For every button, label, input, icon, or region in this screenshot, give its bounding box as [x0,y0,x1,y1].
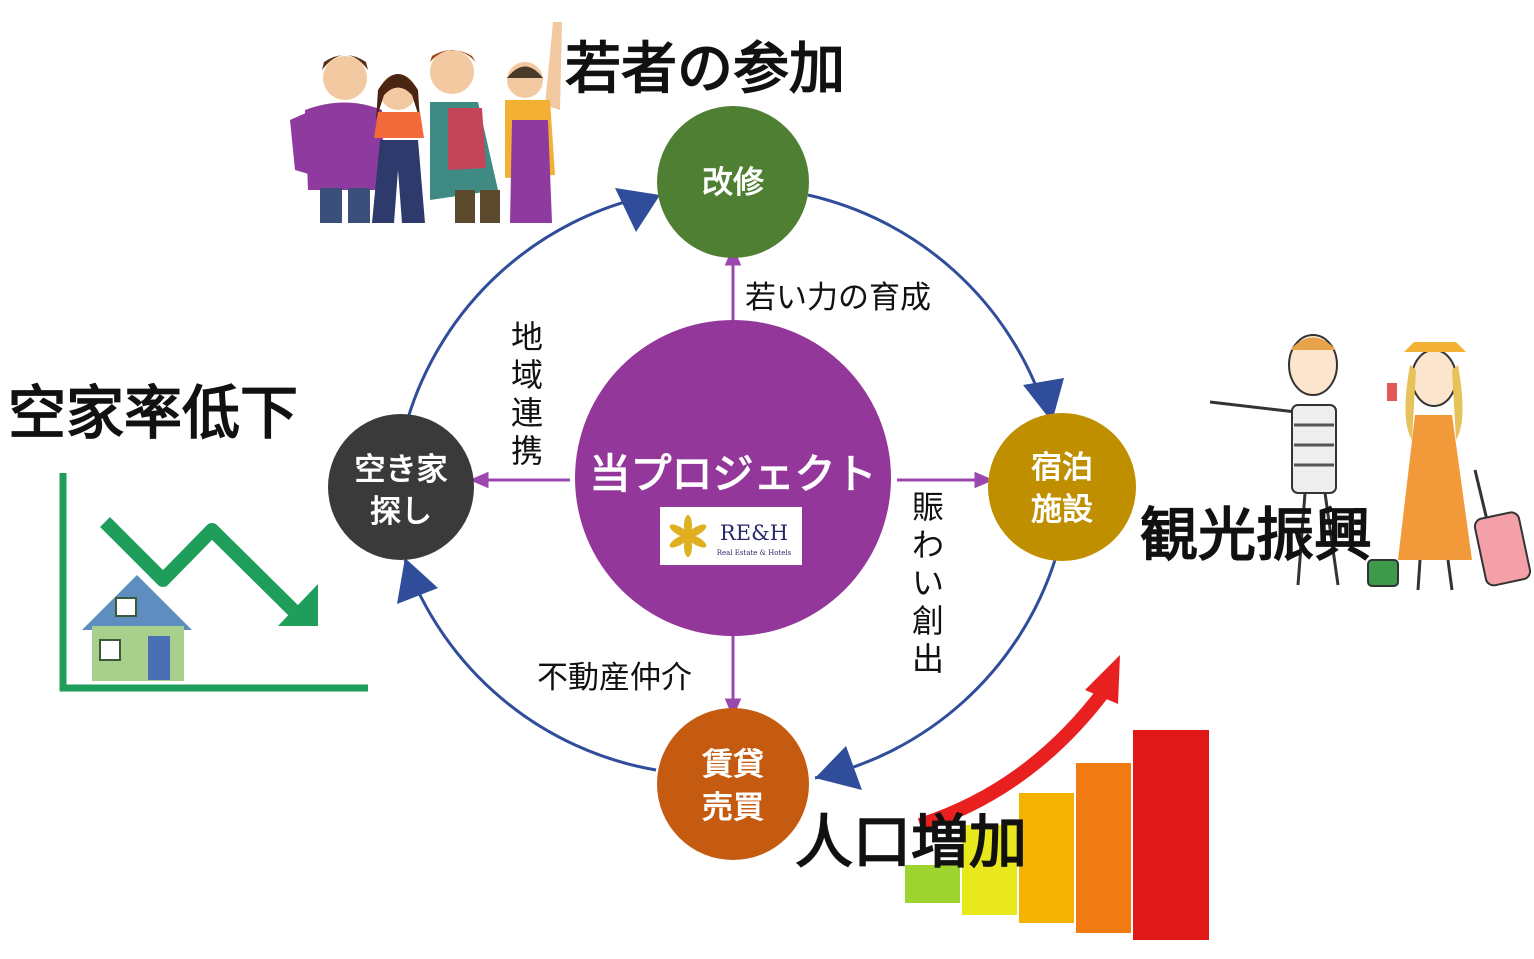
node-lodging-facility: 宿泊 施設 [988,413,1136,561]
group-of-young-people-icon [290,22,562,223]
svg-text:地: 地 [511,318,543,356]
cycle-ring [403,193,1057,780]
node-vacant-house-search: 空き家 探し [328,414,474,560]
spokes [469,246,994,718]
edge-label-youth-training: 若い力の育成 [745,280,931,316]
arrowhead-to-akiya [397,558,438,604]
svg-text:宿泊: 宿泊 [1031,450,1093,486]
svg-text:賃貸: 賃貸 [701,747,764,783]
outcome-vacancy-decrease: 空家率低下 [8,379,298,447]
svg-text:域: 域 [511,356,543,394]
house-with-down-trend-icon [59,473,368,692]
outcome-tourism-promotion: 観光振興 [1140,501,1372,569]
arrowhead-to-shukuhaku [1023,378,1064,422]
svg-text:出: 出 [912,640,944,678]
arc-kaishu-to-shukuhaku [807,193,1047,411]
center-project-title: 当プロジェクト [590,450,877,498]
logo-subtitle: Real Estate & Hotels [717,549,792,557]
outcome-population-increase: 人口増加 [795,808,1027,876]
edge-label-real-estate-brokerage: 不動産仲介 [537,660,692,696]
arc-chintai-to-akiya [403,559,657,772]
star-flower-logo-icon [669,515,707,557]
tourists-with-luggage-icon [1209,334,1532,591]
svg-text:い: い [912,564,944,602]
node-rental-sales: 賃貸 売買 [657,708,809,860]
arc-akiya-to-kaishu [406,193,653,419]
svg-text:携: 携 [511,432,543,470]
svg-text:創: 創 [912,602,944,640]
center-project-circle [575,320,891,636]
svg-text:空き家: 空き家 [355,452,448,488]
company-logo: RE&H Real Estate & Hotels [660,507,802,565]
node-renovation: 改修 [657,106,809,258]
svg-text:探し: 探し [370,494,432,530]
logo-wordmark: RE&H [720,521,788,545]
svg-text:賑: 賑 [912,488,944,526]
svg-text:売買: 売買 [702,790,764,826]
outcome-youth-participation: 若者の参加 [565,37,845,102]
arc-shukuhaku-to-chintai [814,559,1057,780]
rising-bar-chart-icon [905,655,1209,940]
node-renovation-label: 改修 [702,165,765,201]
svg-text:施設: 施設 [1031,492,1093,528]
edge-label-create-liveliness: 賑 わ い 創 出 [912,488,944,678]
edge-label-regional-cooperation: 地 域 連 携 [511,318,543,470]
svg-text:わ: わ [912,526,944,564]
svg-text:連: 連 [511,394,543,432]
arrowhead-to-chintai [815,746,862,790]
arrowhead-to-kaishu [615,188,660,232]
